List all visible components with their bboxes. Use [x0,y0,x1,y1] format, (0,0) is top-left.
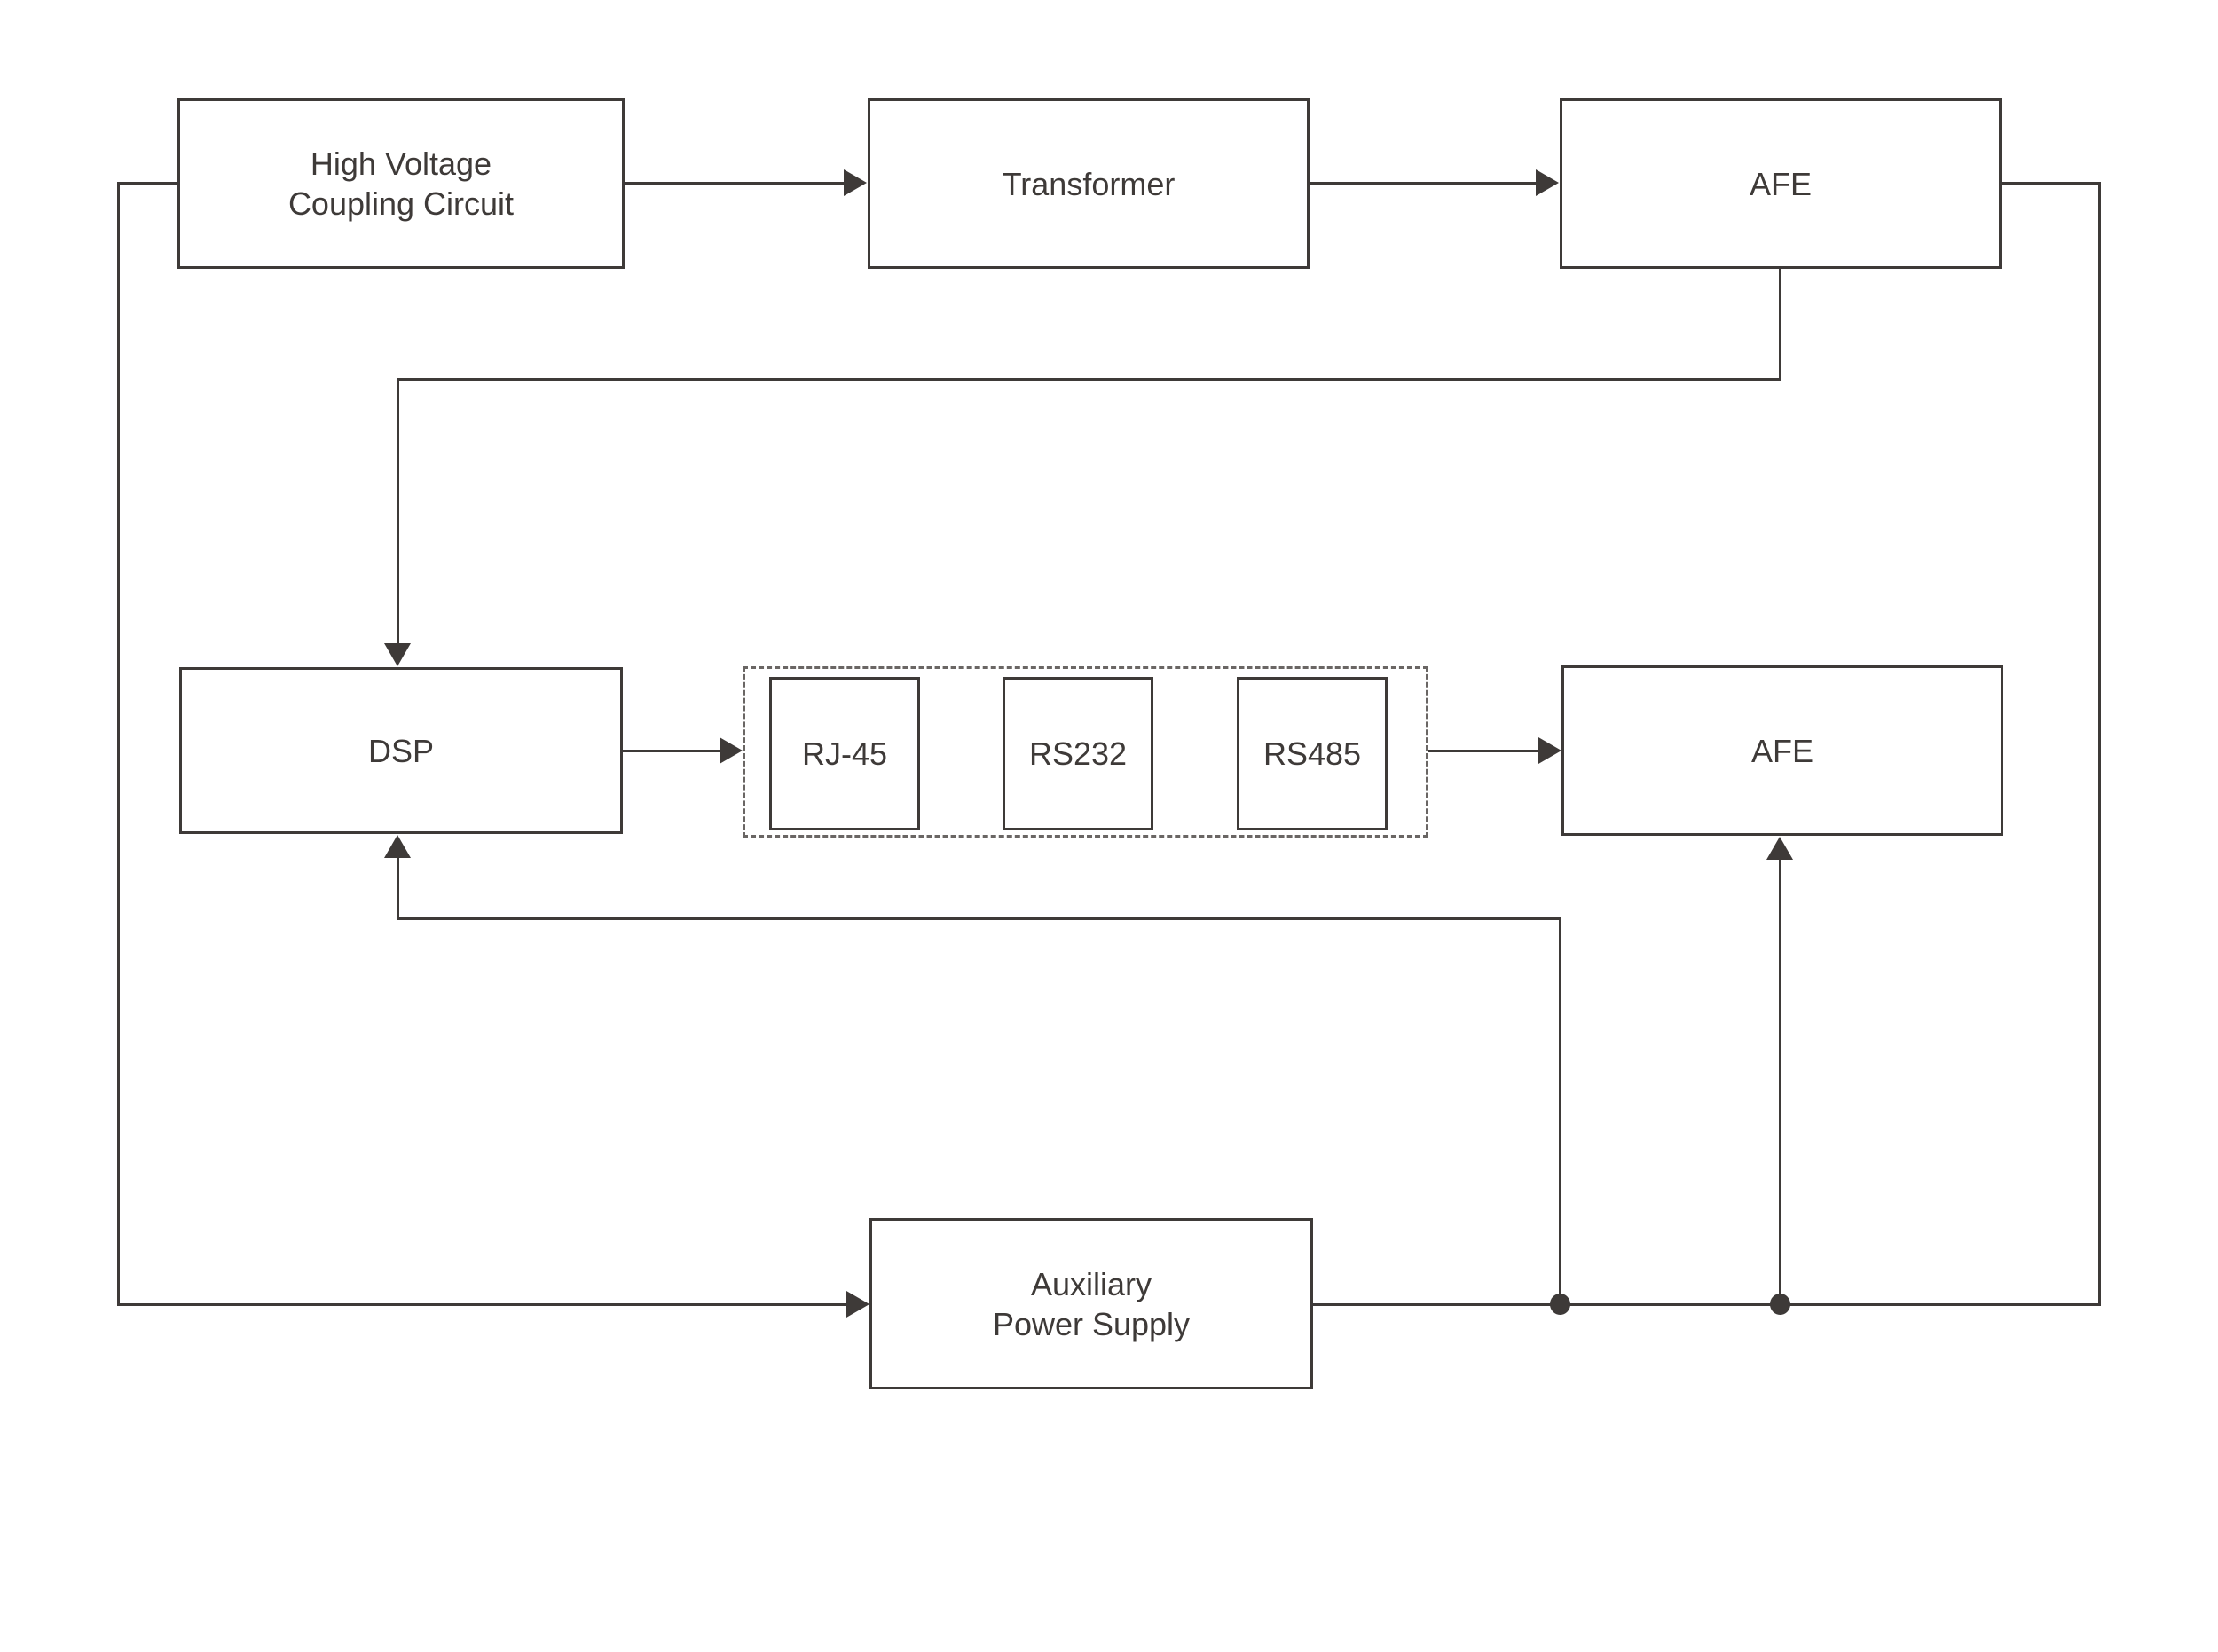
node-transformer: Transformer [868,98,1310,269]
node-afe-top: AFE [1560,98,2002,269]
edge-afe-dsp-segment-h [397,378,1781,381]
edge-hvcc-aux-segment-h1 [118,182,177,185]
edge-hvcc-aux-arrowhead [846,1291,869,1318]
edge-interfaces-afe-segment [1428,750,1540,752]
node-high-voltage-coupling-circuit: High Voltage Coupling Circuit [177,98,625,269]
edge-transformer-afe-arrowhead [1536,169,1559,196]
junction-dot-afe-feed [1770,1294,1790,1315]
node-rs232-label: RS232 [1028,736,1128,772]
node-transformer-label: Transformer [1002,165,1176,202]
edge-hvcc-aux-segment-h2 [117,1303,848,1306]
edge-interfaces-afe-arrowhead [1538,737,1561,764]
interface-group-dashed-container [743,666,1428,838]
edge-hvcc-transformer-segment [625,182,846,185]
node-afe-top-label: AFE [1749,165,1812,202]
node-dsp-label: DSP [367,732,435,769]
junction-dot-dsp-feed [1550,1294,1570,1315]
node-rj45-label: RJ-45 [801,736,888,772]
node-rs485: RS485 [1237,677,1388,830]
edge-aux-afe-arrowhead [1766,837,1793,860]
edge-aux-dsp-arrowhead [384,835,411,858]
node-afe-middle: AFE [1561,665,2003,836]
edge-aux-dsp-segment-h [397,917,1561,920]
edge-afe-dsp-arrowhead [384,643,411,666]
node-dsp: DSP [179,667,623,834]
edge-dsp-interfaces-segment [623,750,721,752]
edge-hvcc-aux-segment-v [117,182,120,1305]
edge-hvcc-transformer-arrowhead [844,169,867,196]
edge-afe-right-rail-segment-v [2098,182,2101,1305]
node-afe-middle-label: AFE [1750,732,1813,769]
node-auxiliary-power-supply: Auxiliary Power Supply [869,1218,1313,1389]
node-rs485-label: RS485 [1262,736,1362,772]
node-high-voltage-coupling-circuit-label: High Voltage Coupling Circuit [287,146,515,222]
edge-transformer-afe-segment [1310,182,1537,185]
edge-afe-right-rail-segment-h [2002,182,2101,185]
edge-afe-dsp-segment-v1 [1779,269,1781,381]
node-rs232: RS232 [1003,677,1153,830]
edge-aux-dsp-segment-v2 [397,858,399,920]
node-rj45: RJ-45 [769,677,920,830]
edge-afe-dsp-segment-v2 [397,378,399,644]
edge-dsp-interfaces-arrowhead [720,737,743,764]
edge-aux-power-rail-segment [1313,1303,2101,1306]
edge-aux-afe-segment-v [1779,860,1781,1306]
edge-aux-dsp-segment-v1 [1559,918,1561,1304]
node-auxiliary-power-supply-label: Auxiliary Power Supply [992,1265,1191,1342]
